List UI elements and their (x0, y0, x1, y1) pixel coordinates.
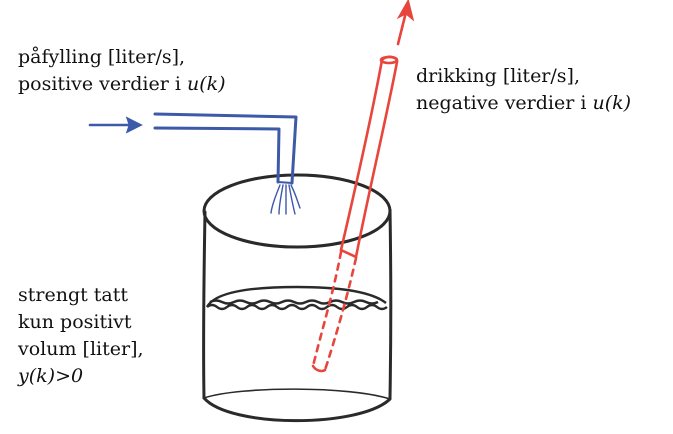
straw-submerged (311, 250, 343, 368)
arrow-up-icon (396, 0, 415, 46)
tank (202, 173, 393, 423)
inflow-pipe (153, 112, 298, 185)
volume-label-line4: y(k)>0 (18, 363, 144, 390)
straw-outline (339, 55, 399, 259)
water-surface (205, 285, 388, 311)
volume-label-line2: kun positivt (18, 311, 132, 333)
outflow-label-line2: negative verdier i u(k) (416, 90, 631, 117)
straw-submerged-right (323, 256, 358, 372)
outflow-label: drikking [liter/s], negative verdier i u… (416, 63, 631, 117)
volume-label-line3: volum [liter], (18, 338, 144, 360)
inflow-label-prefix: positive verdier i (18, 73, 187, 95)
tank-top-rim (202, 173, 392, 249)
tank-right-wall (388, 208, 393, 400)
inflow-label-line1: påfylling [liter/s], (18, 46, 186, 68)
volume-label-line1: strengt tatt (18, 284, 129, 306)
inflow-label-line2: positive verdier i u(k) (18, 71, 226, 98)
tank-bottom (202, 396, 392, 423)
straw-top-opening (379, 55, 399, 65)
pouring-water (270, 184, 301, 215)
tank-left-wall (202, 210, 207, 400)
volume-label: strengt tatt kun positivt volum [liter],… (18, 282, 144, 390)
volume-label-variable: y(k)>0 (18, 365, 84, 387)
tank-bottom-back (203, 388, 391, 400)
outflow-label-line1: drikking [liter/s], (416, 65, 580, 87)
inflow-label: påfylling [liter/s], positive verdier i … (18, 44, 226, 98)
outflow-label-variable: u(k) (592, 92, 632, 114)
outflow-label-prefix: negative verdier i (416, 92, 593, 114)
inflow-label-variable: u(k) (186, 73, 226, 95)
arrow-right-icon (88, 116, 143, 134)
straw (311, 55, 399, 373)
